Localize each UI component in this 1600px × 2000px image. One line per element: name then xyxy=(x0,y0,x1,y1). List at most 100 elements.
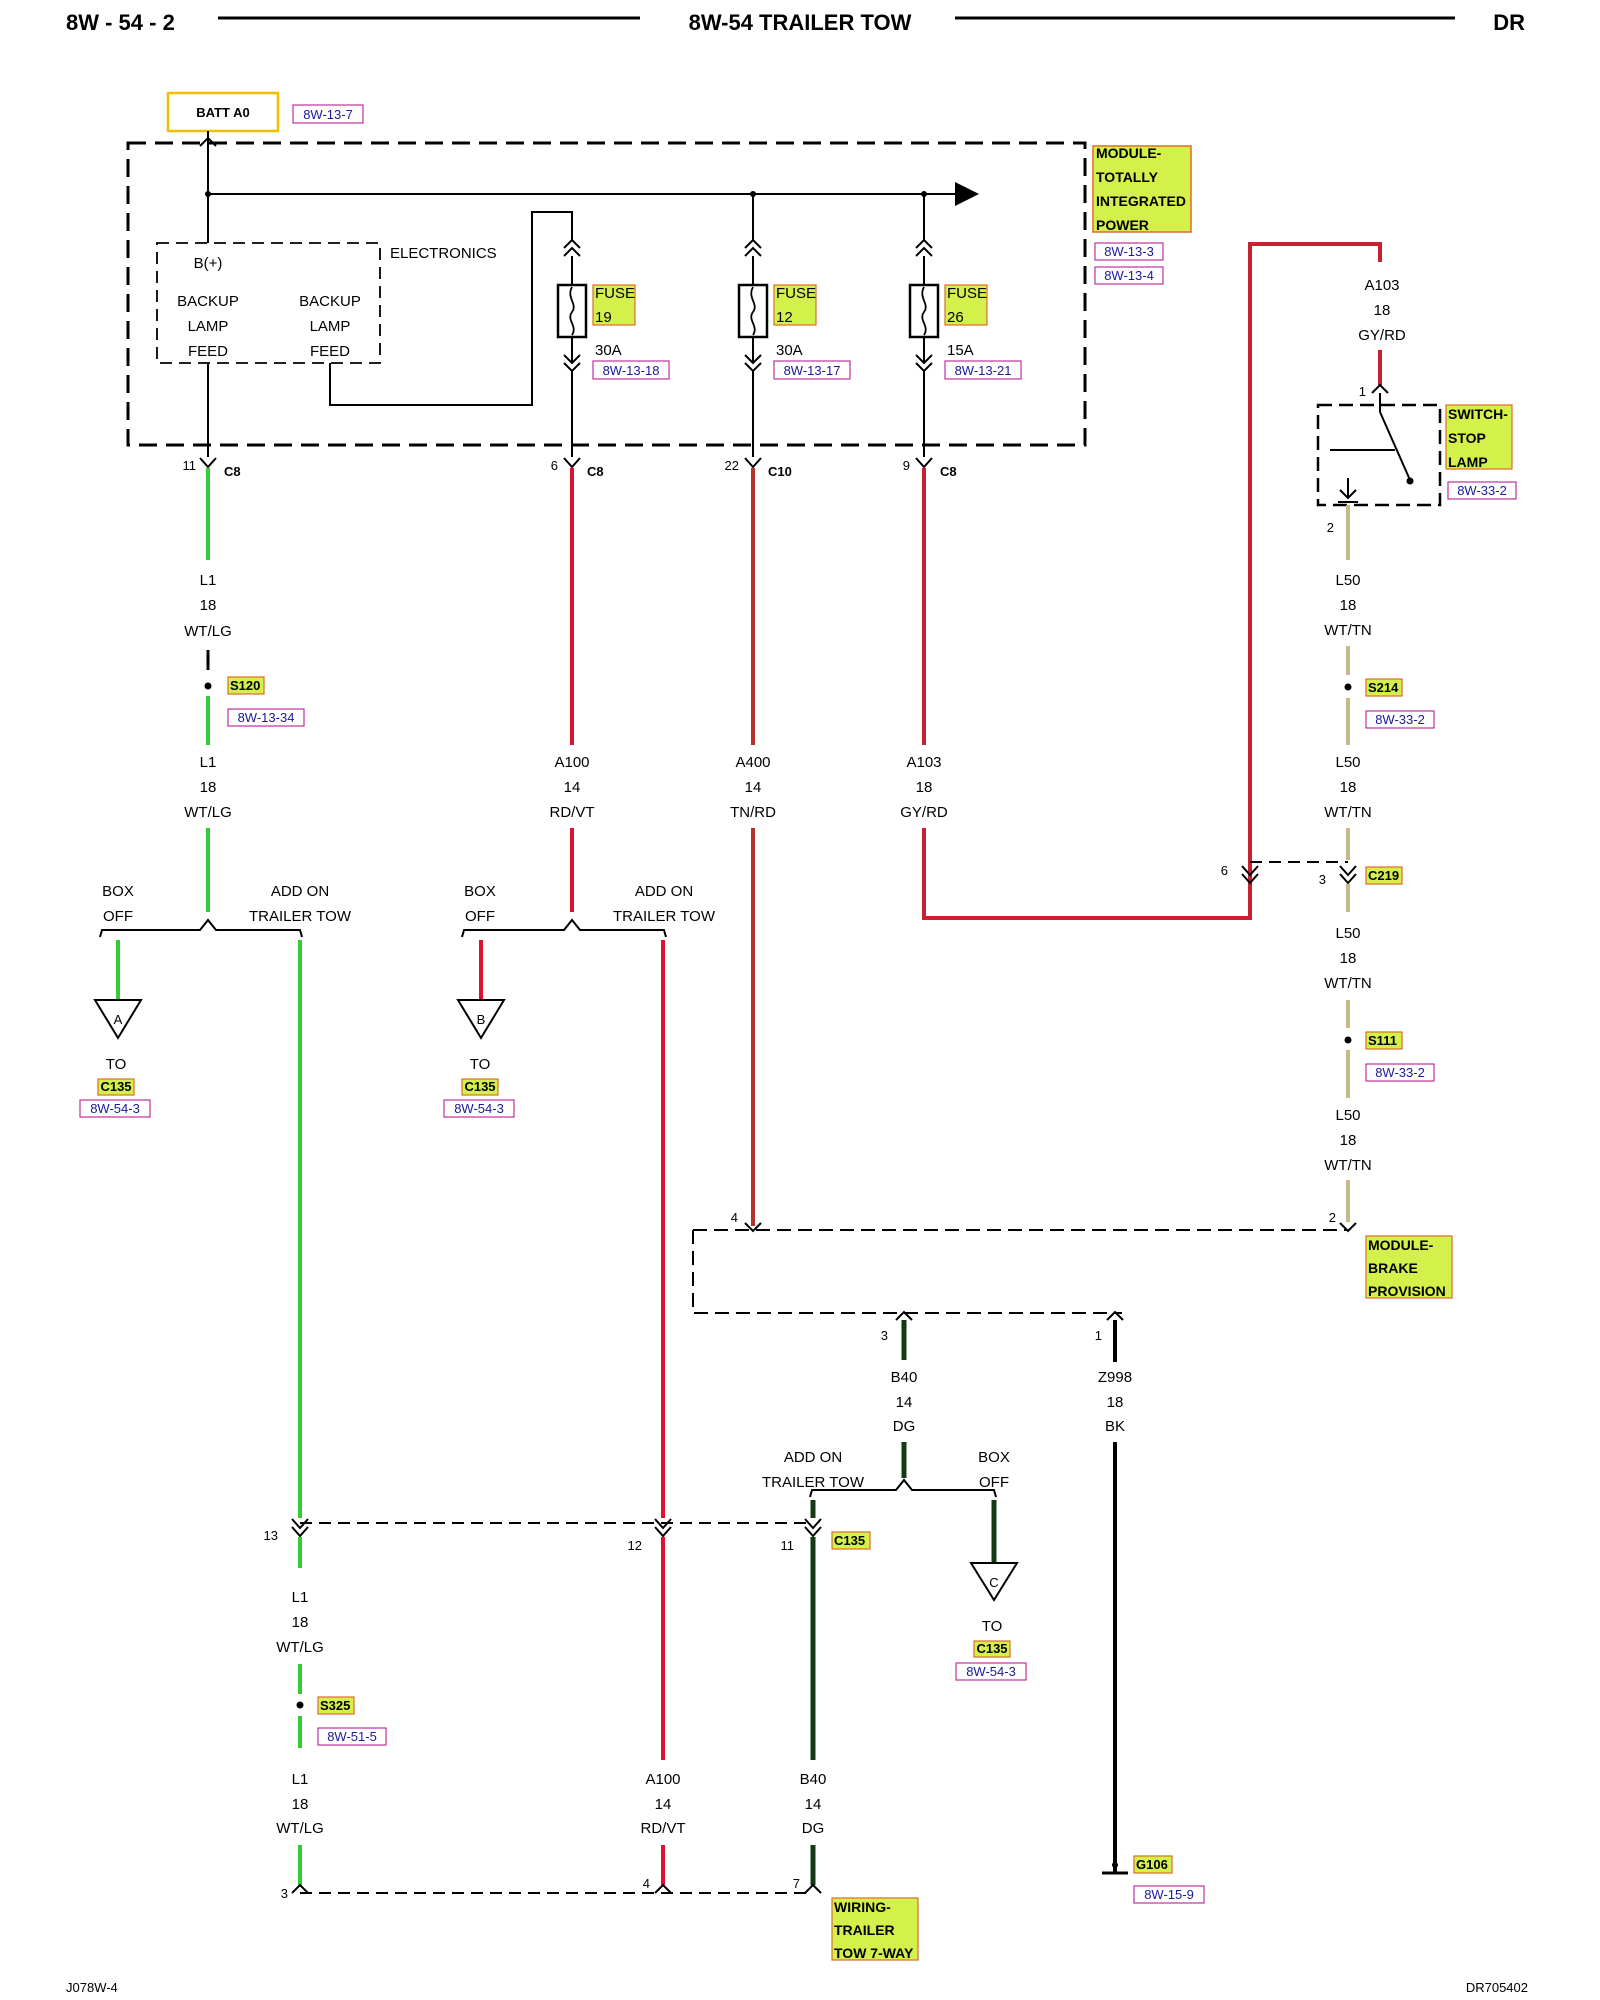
a400-color: TN/RD xyxy=(730,804,776,821)
l50a-name: L50 xyxy=(1335,572,1360,589)
l50c-name: L50 xyxy=(1335,925,1360,942)
tipm-ref-2[interactable]: 8W-13-4 xyxy=(1104,268,1154,283)
brake-title-2: BRAKE xyxy=(1368,1260,1418,1276)
a103-gauge: 18 xyxy=(916,779,933,796)
offpage-b-triangle[interactable] xyxy=(456,999,506,1040)
feed2-line1: BACKUP xyxy=(299,293,361,310)
s120-ref[interactable]: 8W-13-34 xyxy=(238,710,295,725)
c219-pin6: 6 xyxy=(1221,863,1228,878)
l1b-name: L1 xyxy=(200,754,217,771)
fuse19-word: FUSE xyxy=(595,285,635,302)
header-left: 8W - 54 - 2 xyxy=(66,10,175,35)
offpage-a-letter: A xyxy=(114,1012,123,1027)
s111-name: S111 xyxy=(1368,1033,1397,1048)
footer-right: DR705402 xyxy=(1466,1980,1528,1995)
fuse26-num: 26 xyxy=(947,309,964,326)
a103r-name: A103 xyxy=(1364,277,1399,294)
l1a-gauge: 18 xyxy=(200,597,217,614)
a100b-name: A100 xyxy=(645,1771,680,1788)
brake-pin1: 1 xyxy=(1095,1328,1102,1343)
g106-ref[interactable]: 8W-15-9 xyxy=(1144,1887,1194,1902)
brake-pin3: 3 xyxy=(881,1328,888,1343)
c8c-name: C8 xyxy=(940,464,957,479)
z998-color: BK xyxy=(1105,1418,1125,1435)
g106-name: G106 xyxy=(1136,1857,1168,1872)
header-right: DR xyxy=(1493,10,1525,35)
fuse-12 xyxy=(737,194,769,457)
electronics-label: ELECTRONICS xyxy=(390,245,497,262)
l1a-color: WT/LG xyxy=(184,623,232,640)
opt3-addon-1: ADD ON xyxy=(784,1449,842,1466)
b40-color: DG xyxy=(893,1418,916,1435)
s111-ref[interactable]: 8W-33-2 xyxy=(1375,1065,1425,1080)
opt1-addon-2: TRAILER TOW xyxy=(249,908,352,925)
s325-dot xyxy=(296,1701,304,1709)
b40-name: B40 xyxy=(891,1369,918,1386)
s214-name: S214 xyxy=(1368,680,1399,695)
opt2-addon-1: ADD ON xyxy=(635,883,693,900)
offpage-b-ref[interactable]: 8W-54-3 xyxy=(454,1101,504,1116)
l50c-color: WT/TN xyxy=(1324,975,1371,992)
offpage-a-conn: C135 xyxy=(100,1079,131,1094)
header-title: 8W-54 TRAILER TOW xyxy=(689,10,912,35)
batt-ref[interactable]: 8W-13-7 xyxy=(303,107,353,122)
z998-gauge: 18 xyxy=(1107,1394,1124,1411)
a103r-color: GY/RD xyxy=(1358,327,1406,344)
a100-name: A100 xyxy=(554,754,589,771)
offpage-b-letter: B xyxy=(477,1012,486,1027)
l50d-gauge: 18 xyxy=(1340,1132,1357,1149)
opt3-box-2: OFF xyxy=(979,1474,1009,1491)
tipm-title-4: POWER xyxy=(1096,217,1149,233)
opt1-box-2: OFF xyxy=(103,908,133,925)
offpage-c-triangle[interactable] xyxy=(969,1562,1019,1602)
a400-name: A400 xyxy=(735,754,770,771)
l1d-name: L1 xyxy=(292,1771,309,1788)
c8b-pin: 6 xyxy=(551,458,558,473)
offpage-a-to: TO xyxy=(106,1056,127,1073)
a103-name: A103 xyxy=(906,754,941,771)
s214-ref[interactable]: 8W-33-2 xyxy=(1375,712,1425,727)
fuse19-ref[interactable]: 8W-13-18 xyxy=(603,363,660,378)
b40-gauge: 14 xyxy=(896,1394,913,1411)
feed1-line3: FEED xyxy=(188,343,228,360)
c8a-pin: 11 xyxy=(183,458,197,473)
fuse26-ref[interactable]: 8W-13-21 xyxy=(955,363,1012,378)
s325-name: S325 xyxy=(320,1698,350,1713)
c8b-name: C8 xyxy=(587,464,604,479)
tipm-title-1: MODULE- xyxy=(1096,145,1162,161)
fuse26-amp: 15A xyxy=(947,342,974,359)
trailer-pin7: 7 xyxy=(793,1876,800,1891)
fuse12-amp: 30A xyxy=(776,342,803,359)
c135-pin12: 12 xyxy=(628,1538,642,1553)
tipm-module-box xyxy=(126,141,1087,447)
fuse12-ref[interactable]: 8W-13-17 xyxy=(784,363,841,378)
batt-box xyxy=(166,91,280,133)
brake-title-3: PROVISION xyxy=(1368,1283,1446,1299)
l50b-gauge: 18 xyxy=(1340,779,1357,796)
b40b-gauge: 14 xyxy=(805,1796,822,1813)
offpage-a-ref[interactable]: 8W-54-3 xyxy=(90,1101,140,1116)
tipm-ref-1[interactable]: 8W-13-3 xyxy=(1104,244,1154,259)
fuse19-amp: 30A xyxy=(595,342,622,359)
offpage-a-triangle[interactable] xyxy=(93,999,143,1040)
switch-title-1: SWITCH- xyxy=(1448,406,1508,422)
offpage-b-to: TO xyxy=(470,1056,491,1073)
switch-ref[interactable]: 8W-33-2 xyxy=(1457,483,1507,498)
a100b-color: RD/VT xyxy=(641,1820,686,1837)
l1a-name: L1 xyxy=(200,572,217,589)
c8a-name: C8 xyxy=(224,464,241,479)
trailer-pin4: 4 xyxy=(643,1876,650,1891)
c219-pin3: 3 xyxy=(1319,872,1326,887)
l50a-color: WT/TN xyxy=(1324,622,1371,639)
c10-pin: 22 xyxy=(725,458,739,473)
fuse19-num: 19 xyxy=(595,309,612,326)
opt2-addon-2: TRAILER TOW xyxy=(613,908,716,925)
s111-dot xyxy=(1344,1036,1352,1044)
offpage-c-ref[interactable]: 8W-54-3 xyxy=(966,1664,1016,1679)
switch-pin2: 2 xyxy=(1327,520,1334,535)
l1d-color: WT/LG xyxy=(276,1820,324,1837)
a100-gauge: 14 xyxy=(564,779,581,796)
s325-ref[interactable]: 8W-51-5 xyxy=(327,1729,377,1744)
s120-dot xyxy=(204,682,212,690)
